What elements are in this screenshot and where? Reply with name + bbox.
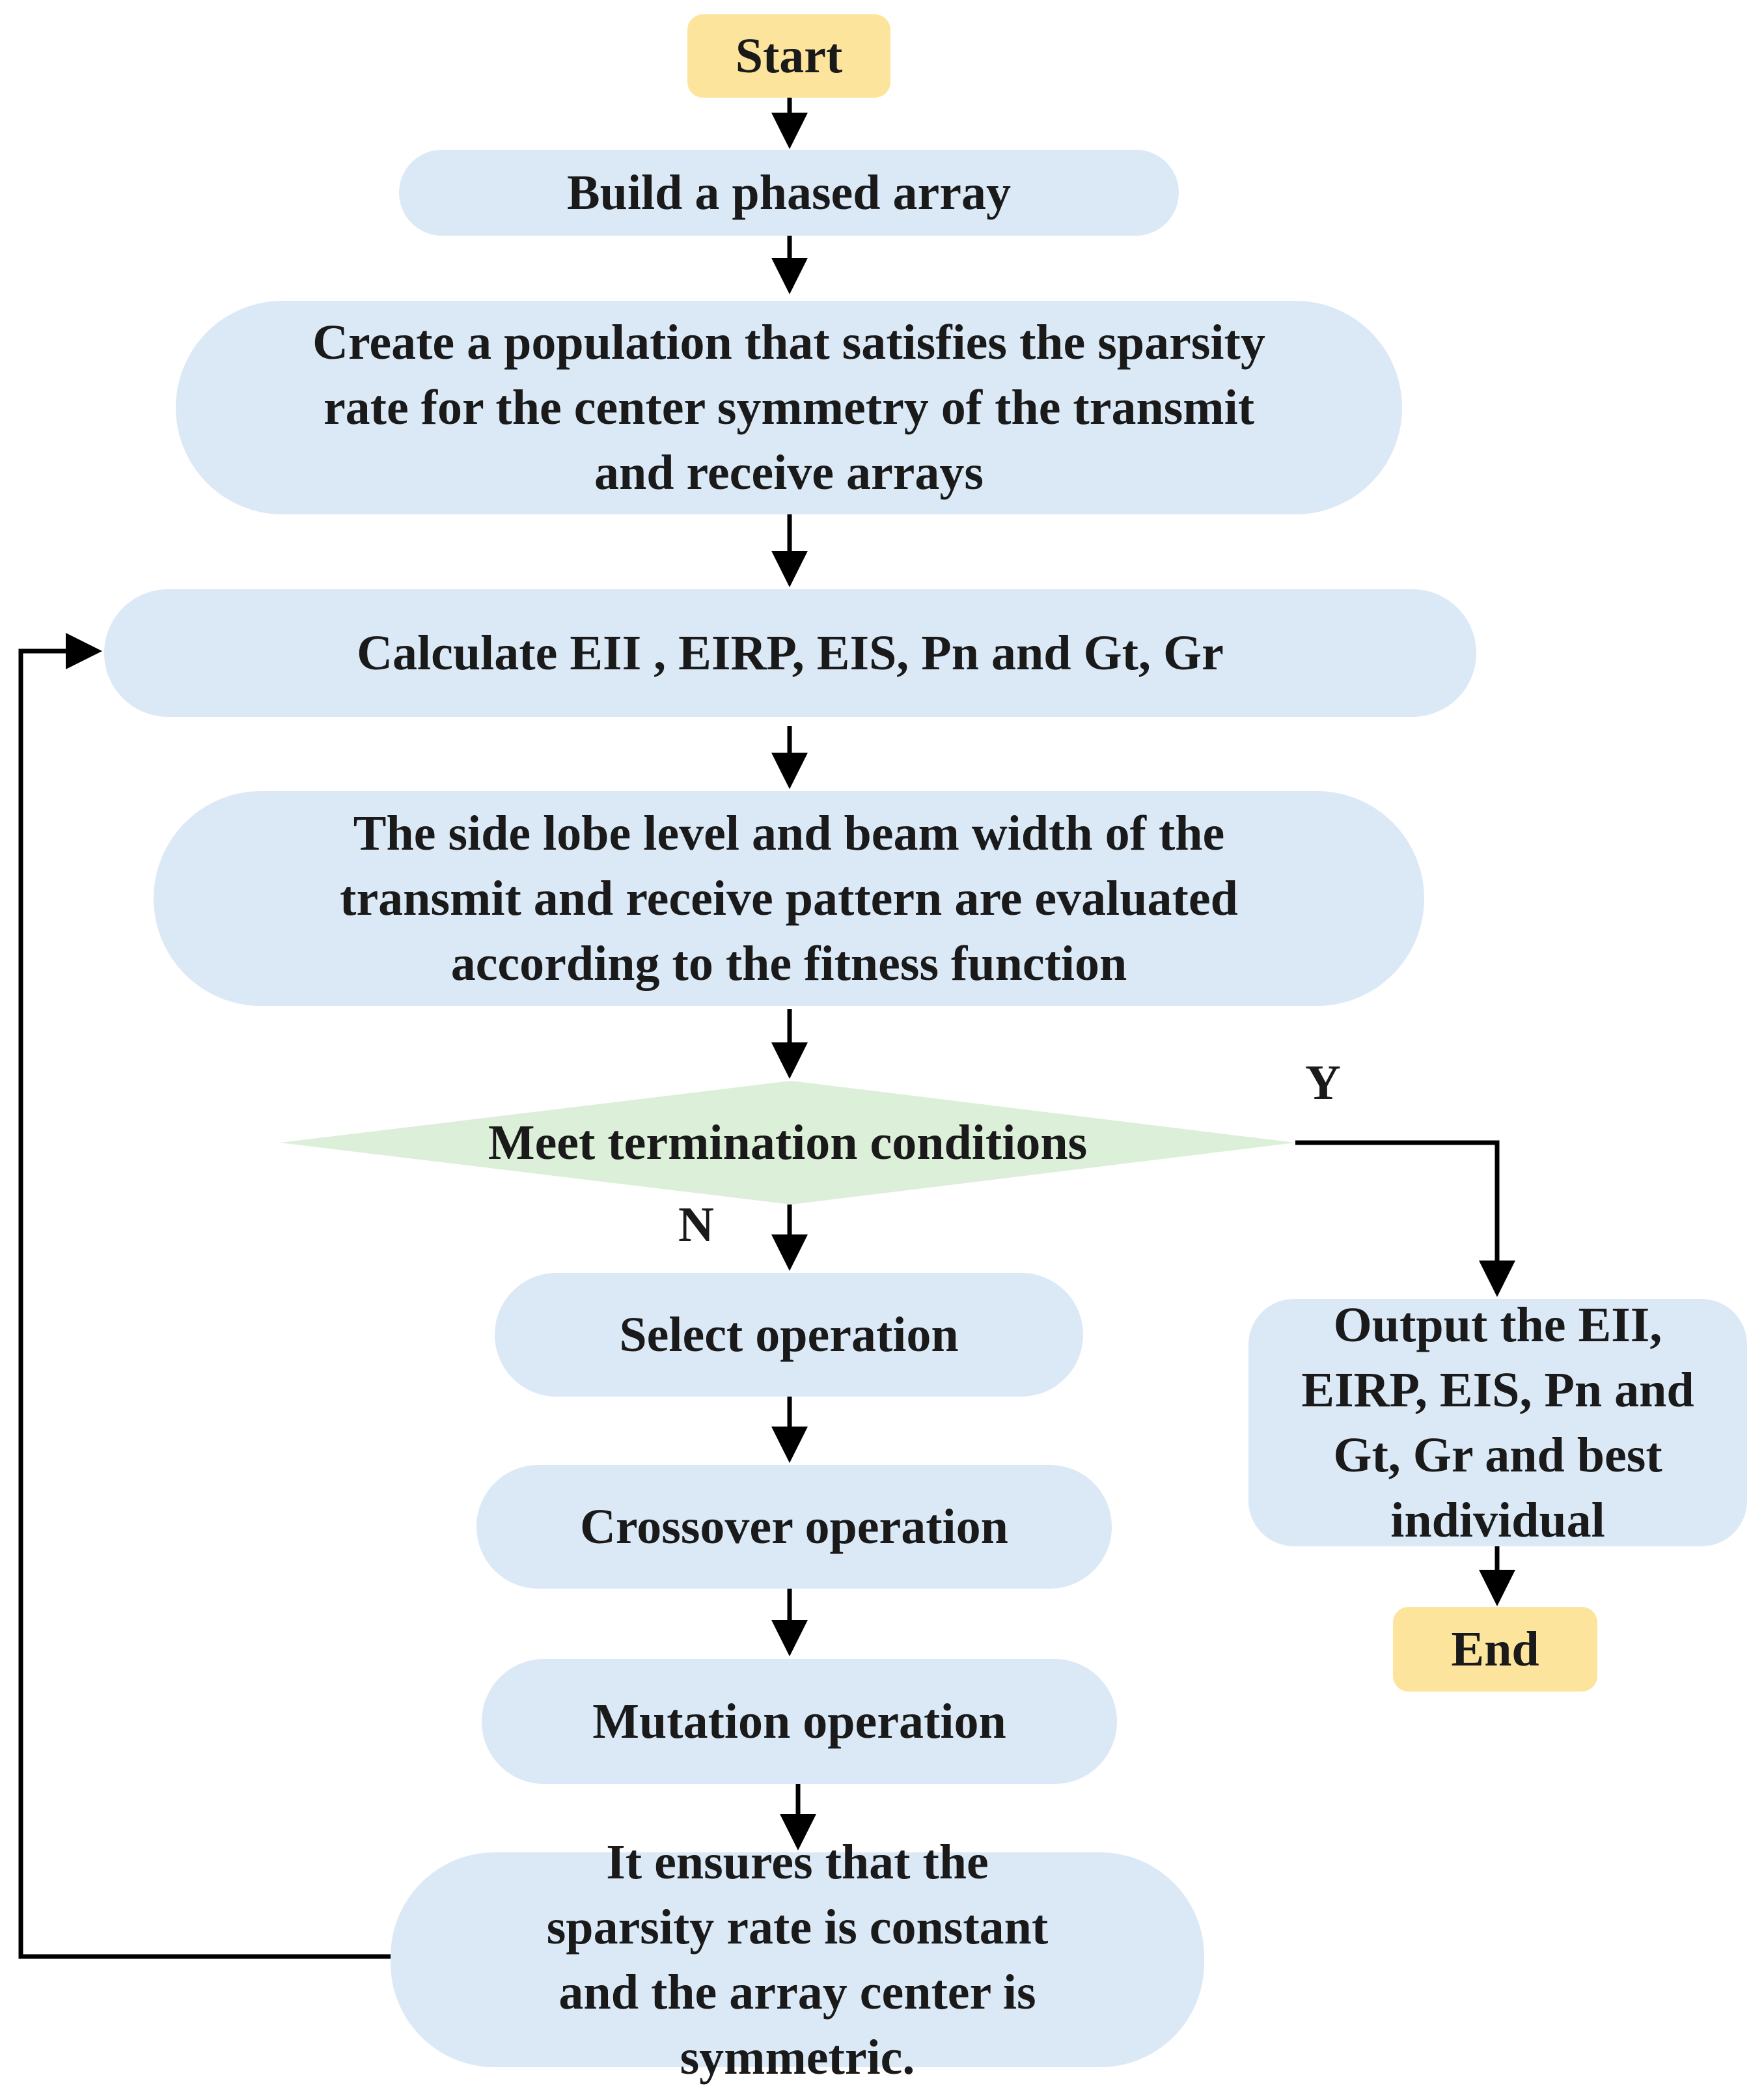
start-node: Start [687, 14, 890, 98]
select-operation-node: Select operation [495, 1273, 1083, 1397]
arrow-decision-yes-to-output [1295, 1140, 1515, 1297]
build-array-node: Build a phased array [399, 150, 1179, 236]
ensure-symmetry-node: It ensures that the sparsity rate is con… [391, 1835, 1204, 2085]
crossover-operation-node: Crossover operation [476, 1465, 1112, 1589]
ensure-symmetry-label: It ensures that the sparsity rate is con… [546, 1835, 1049, 2085]
evaluate-label: The side lobe level and beam width of th… [340, 806, 1238, 991]
select-operation-label: Select operation [619, 1307, 959, 1362]
mutation-operation-node: Mutation operation [482, 1659, 1117, 1784]
arrow-loop-back-to-calculate [18, 633, 391, 1959]
no-label: N [678, 1197, 714, 1252]
decision-diamond [280, 1081, 1295, 1205]
output-node: Output the EII, EIRP, EIS, Pn and Gt, Gr… [1248, 1298, 1747, 1548]
mutation-operation-label: Mutation operation [592, 1694, 1006, 1749]
build-array-label: Build a phased array [566, 165, 1012, 220]
decision-node: Meet termination conditions [280, 1107, 1295, 1178]
calculate-label: Calculate EII , EIRP, EIS, Pn and Gt, Gr [357, 626, 1224, 680]
evaluate-node: The side lobe level and beam width of th… [154, 791, 1424, 1006]
end-node: End [1393, 1607, 1597, 1692]
start-label: Start [735, 29, 843, 83]
create-population-node: Create a population that satisfies the s… [176, 301, 1402, 514]
end-label: End [1451, 1622, 1539, 1677]
decision-label: Meet termination conditions [488, 1115, 1088, 1170]
calculate-node: Calculate EII , EIRP, EIS, Pn and Gt, Gr [104, 589, 1476, 717]
crossover-operation-label: Crossover operation [580, 1499, 1008, 1554]
create-population-label: Create a population that satisfies the s… [312, 315, 1265, 500]
yes-label: Y [1305, 1055, 1341, 1110]
output-label: Output the EII, EIRP, EIS, Pn and Gt, Gr… [1301, 1298, 1694, 1548]
